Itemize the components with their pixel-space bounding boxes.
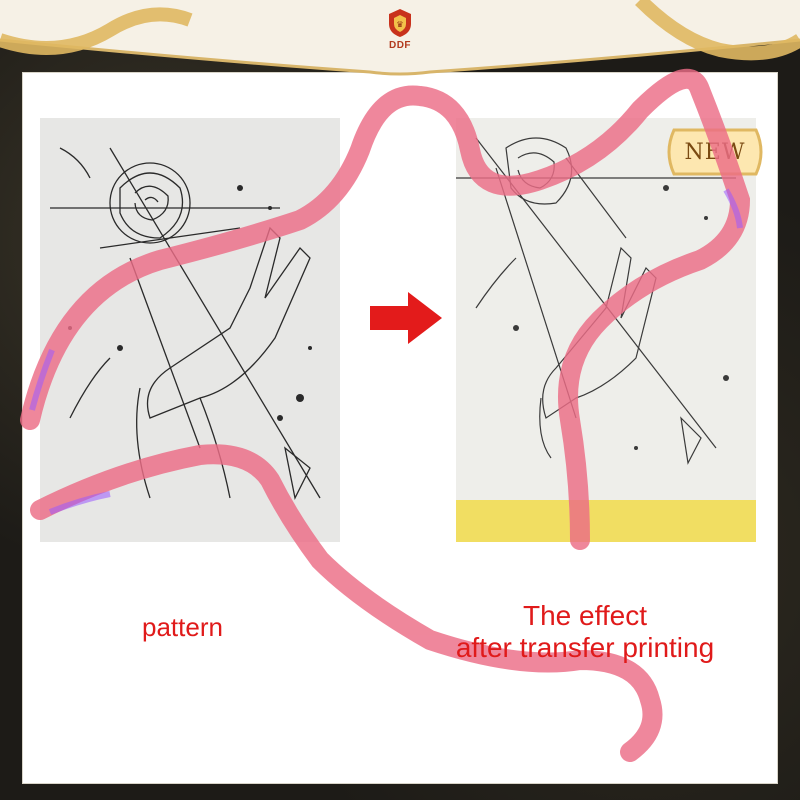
rose-hand-transfer	[456, 137, 736, 465]
badge-label: NEW	[684, 139, 746, 165]
rose-hand-sketch	[50, 147, 321, 500]
brand-logo: ♛ DDF	[376, 8, 424, 70]
caption-effect-line1: The effect	[522, 600, 647, 631]
new-badge: NEW	[660, 124, 770, 180]
shield-logo-icon: ♛	[389, 9, 411, 37]
transfer-result-image	[456, 118, 756, 542]
caption-effect: The effect after transfer printing	[430, 600, 740, 664]
caption-effect-line2: after transfer printing	[455, 632, 715, 663]
logo-text: DDF	[388, 40, 412, 51]
svg-text:♛: ♛	[396, 20, 403, 29]
tape-strip	[456, 500, 756, 542]
pattern-image	[40, 118, 340, 542]
right-arrow-icon	[370, 292, 442, 344]
caption-pattern: pattern	[142, 612, 223, 642]
